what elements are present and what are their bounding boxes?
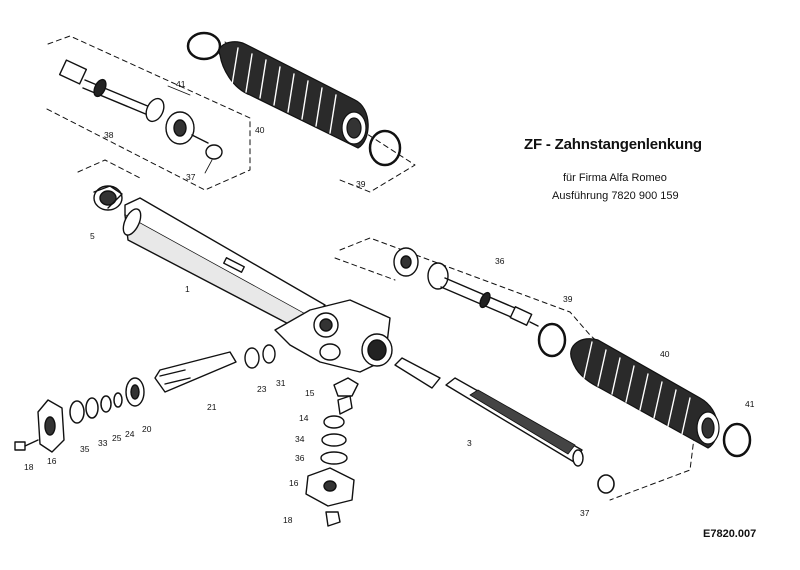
part-label: 15	[305, 388, 315, 398]
part-label: 36	[495, 256, 505, 266]
part-label: 40	[660, 349, 670, 359]
part-label: 38	[104, 130, 114, 140]
leader-lines	[167, 85, 213, 174]
lower-right-ring	[722, 422, 752, 458]
part-label: 39	[563, 294, 573, 304]
part-label: 33	[98, 438, 108, 448]
rack-housing	[122, 197, 393, 373]
part-label: 5	[90, 231, 95, 241]
part-label: 31	[276, 378, 286, 388]
part-label: 21	[207, 402, 217, 412]
part-label: 41	[176, 79, 186, 89]
pinion-shaft	[125, 344, 276, 407]
part-label: 41	[745, 399, 755, 409]
part-label: 1	[185, 284, 190, 294]
cover-plate-left	[37, 399, 65, 453]
upper-clamp-ring	[186, 31, 222, 61]
part-label: 35	[80, 444, 90, 454]
part-label: 25	[112, 433, 122, 443]
part-label: 34	[295, 434, 305, 444]
upper-bellows	[218, 41, 369, 149]
diagram-title: ZF - Zahnstangenlenkung	[524, 136, 702, 153]
part-label: 16	[289, 478, 299, 488]
part-label: 40	[255, 125, 265, 135]
part-label: 37	[580, 508, 590, 518]
diagram-subtitle-1: für Firma Alfa Romeo	[563, 172, 667, 184]
part-label: 23	[257, 384, 267, 394]
washer-37-lower	[597, 474, 615, 494]
lower-clamp-ring	[537, 322, 567, 358]
bushing-5	[93, 185, 123, 211]
diagram-subtitle-2: Ausführung 7820 900 159	[552, 190, 679, 202]
part-label: 37	[186, 172, 196, 182]
part-label: 3	[467, 438, 472, 448]
steering-rack	[394, 357, 584, 467]
group-outline-lower-right	[77, 159, 696, 501]
part-label: 24	[125, 429, 135, 439]
part-label: 36	[295, 453, 305, 463]
part-label: 39	[356, 179, 366, 189]
part-label: 20	[142, 424, 152, 434]
seal-rings	[69, 392, 123, 424]
bolt-18-left	[14, 439, 39, 451]
upper-right-ring	[368, 129, 402, 167]
part-label: 18	[283, 515, 293, 525]
lower-tie-rod-assembly	[393, 247, 539, 327]
lower-bellows	[570, 338, 720, 449]
part-label: 18	[24, 462, 34, 472]
upper-tie-rod-assembly	[58, 59, 223, 160]
part-label: 16	[47, 456, 57, 466]
drawing-code: E7820.007	[703, 528, 757, 540]
part-label: 14	[299, 413, 309, 423]
yoke-assembly	[305, 377, 359, 527]
